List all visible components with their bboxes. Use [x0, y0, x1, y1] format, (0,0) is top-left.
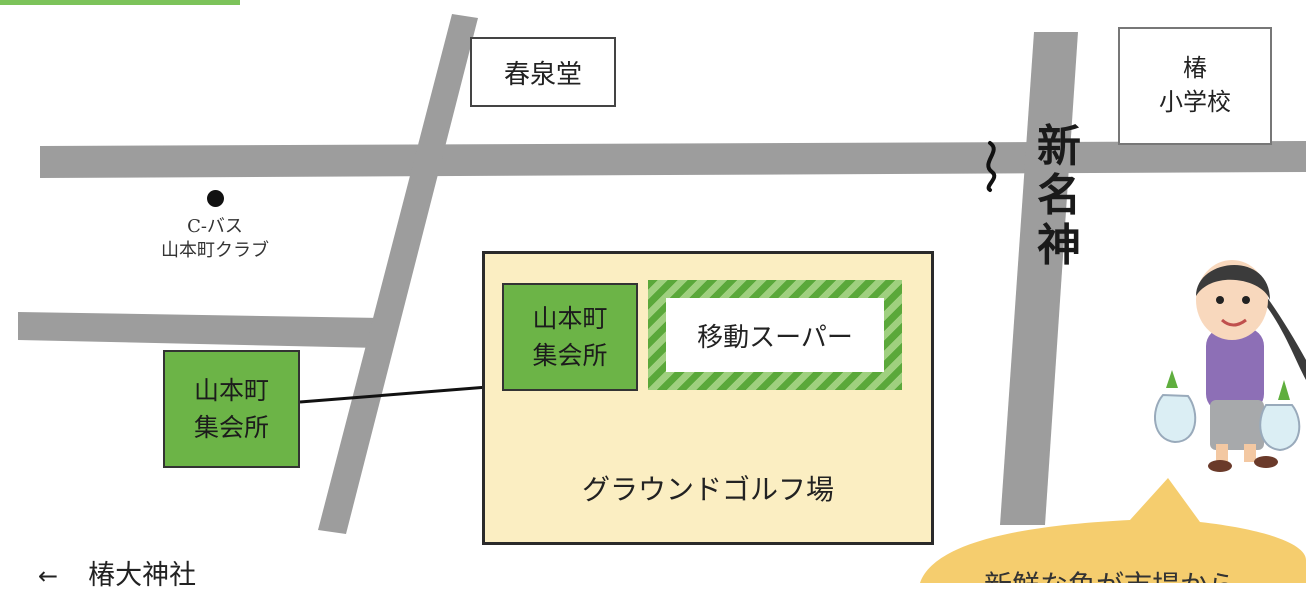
landmark-tsubaki-school: 椿 小学校: [1118, 27, 1272, 145]
shopper-illustration-icon: [1154, 260, 1306, 472]
bus-stop-line1: C-バス: [187, 216, 243, 237]
bus-stop-line2: 山本町クラブ: [161, 240, 269, 262]
bus-stop-marker: C-バス 山本町クラブ: [140, 190, 290, 264]
school-name-line2: 小学校: [1159, 88, 1231, 116]
speech-bubble-text: 新鮮な魚が市場から: [960, 566, 1260, 583]
mobile-supermarket-area: 移動スーパー: [648, 280, 902, 390]
road-name-label: 新 名 神: [1028, 122, 1090, 270]
school-name-line1: 椿: [1183, 54, 1207, 83]
road-shinmeishin: [1000, 32, 1078, 525]
mobile-supermarket-label: 移動スーパー: [666, 298, 884, 372]
road-horizontal-lower: [18, 312, 384, 348]
hall-inner-line1: 山本町: [532, 303, 608, 333]
landmark-shunsendo: 春泉堂: [470, 37, 616, 107]
bus-stop-dot-icon: [206, 190, 224, 207]
speech-bubble: [920, 478, 1306, 583]
road-name-char-1: 新: [1037, 121, 1081, 172]
hall-callout-line1: 山本町: [193, 375, 269, 405]
shrine-direction: ← 椿大神社: [38, 553, 196, 592]
top-accent-bar: [0, 0, 240, 5]
road-horizontal-main: [40, 141, 1306, 178]
hall-connector-line: [299, 385, 489, 404]
road-diagonal: [318, 14, 478, 534]
hall-callout-line2: 集会所: [193, 413, 269, 442]
road-name-char-3: 神: [1037, 219, 1081, 271]
road-name-char-2: 名: [1037, 170, 1081, 222]
ground-golf-label: グラウンドゴルフ場: [581, 473, 834, 506]
shrine-name: 椿大神社: [88, 560, 197, 591]
hall-inner-line2: 集会所: [532, 341, 608, 370]
left-arrow-icon: ←: [38, 562, 59, 590]
road-break-icon: [986, 141, 997, 192]
community-hall-inner: 山本町 集会所: [502, 283, 638, 391]
community-hall-callout: 山本町 集会所: [163, 350, 300, 468]
